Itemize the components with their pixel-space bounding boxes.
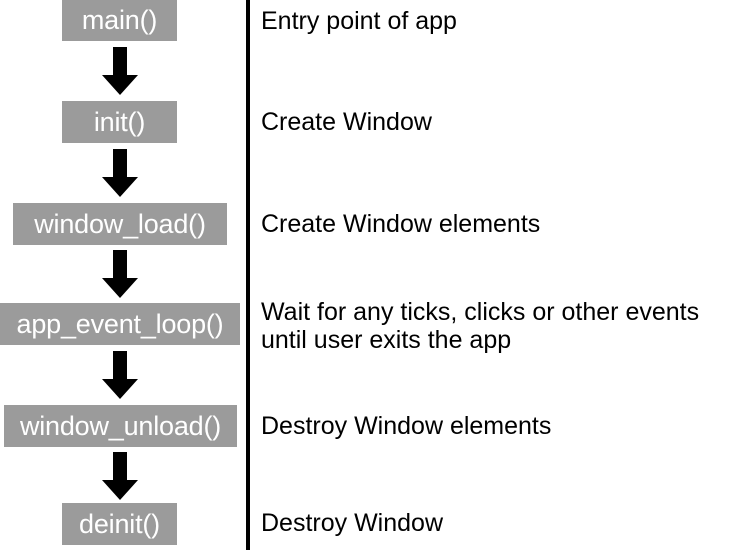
step-label: window_unload() xyxy=(19,410,222,441)
step-label: init() xyxy=(93,106,146,137)
arrow-down-icon xyxy=(98,452,142,500)
step-box-window-load[interactable]: window_load() xyxy=(13,203,227,245)
step-label: deinit() xyxy=(79,508,160,539)
arrow-down-icon xyxy=(98,47,142,95)
step-box-init[interactable]: init() xyxy=(62,101,177,143)
step-label: window_load() xyxy=(34,208,206,239)
arrow-down-icon xyxy=(98,149,142,197)
step-box-window-unload[interactable]: window_unload() xyxy=(4,405,237,447)
step-box-main[interactable]: main() xyxy=(62,0,177,41)
step-label: main() xyxy=(81,5,158,35)
step-description-init: Create Window xyxy=(261,108,432,136)
step-box-app-event-loop[interactable]: app_event_loop() xyxy=(0,303,240,345)
column-divider xyxy=(246,0,250,550)
step-description-window-unload: Destroy Window elements xyxy=(261,412,552,440)
arrow-down-icon xyxy=(98,351,142,399)
step-description-deinit: Destroy Window xyxy=(261,509,443,537)
step-box-deinit[interactable]: deinit() xyxy=(62,503,177,545)
step-label: app_event_loop() xyxy=(16,308,224,339)
step-description-window-load: Create Window elements xyxy=(261,210,541,238)
step-description-main: Entry point of app xyxy=(261,7,457,35)
arrow-down-icon xyxy=(98,250,142,298)
step-description-app-event-loop: Wait for any ticks, clicks or other even… xyxy=(261,298,700,354)
